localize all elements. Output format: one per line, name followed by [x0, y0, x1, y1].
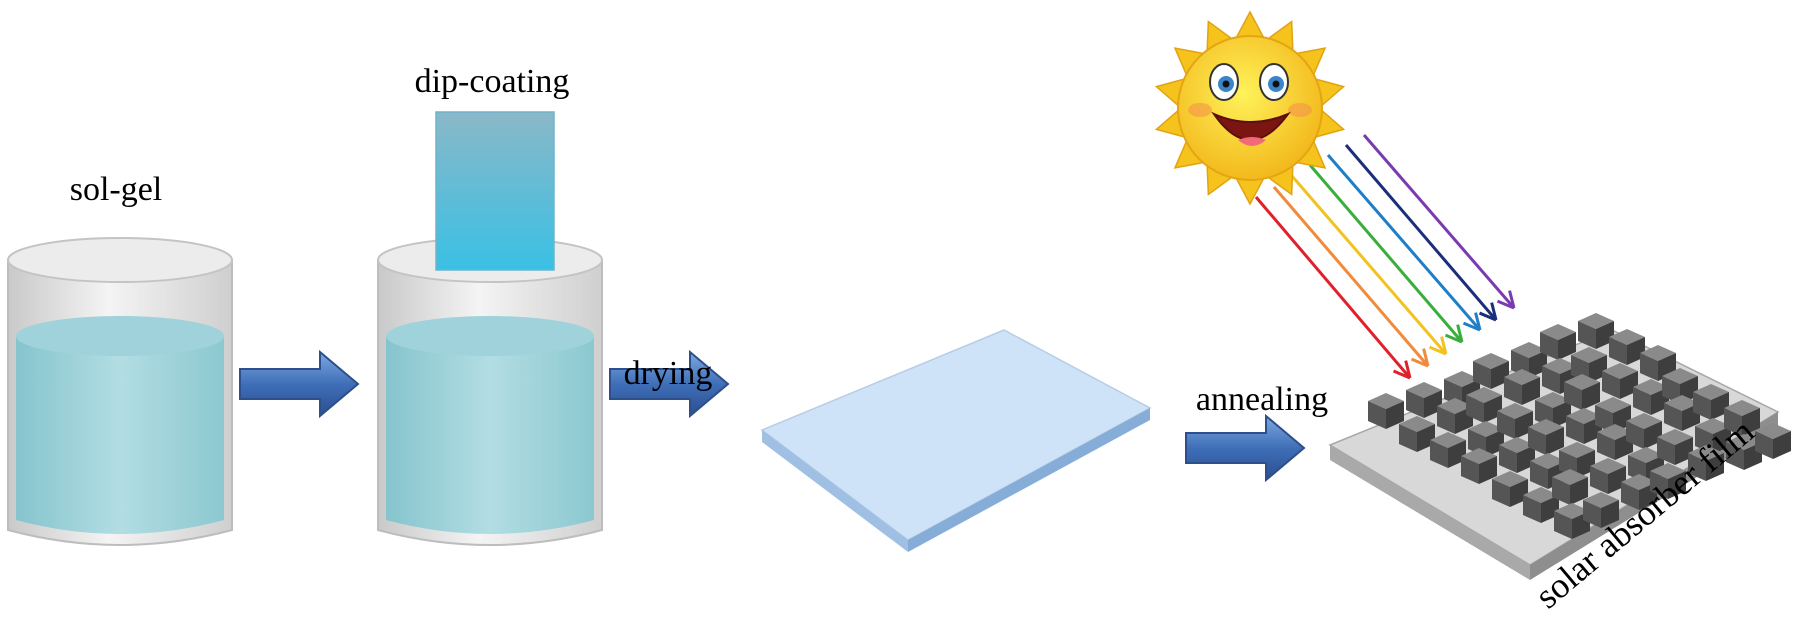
solar-absorber-film: [1328, 313, 1791, 580]
dried-film-plate: [760, 329, 1152, 552]
light-ray-head: [1462, 312, 1482, 332]
light-ray: [1362, 134, 1516, 309]
light-ray-head: [1410, 348, 1430, 368]
sun-icon: [1154, 10, 1346, 206]
sol-gel-beaker: [7, 237, 233, 546]
light-ray-head: [1478, 302, 1498, 322]
light-ray: [1290, 175, 1448, 355]
light-ray-head: [1392, 360, 1412, 380]
dip-coating-beaker: [377, 237, 603, 546]
light-ray-head: [1428, 336, 1448, 356]
light-ray: [1308, 164, 1464, 343]
light-ray: [1344, 144, 1498, 321]
process-arrow-1: [239, 351, 359, 417]
light-ray: [1326, 154, 1482, 331]
process-arrow-3: [1185, 415, 1305, 481]
light-ray: [1254, 196, 1412, 379]
light-ray: [1272, 186, 1430, 367]
sunlight-rays: [1254, 134, 1516, 380]
light-ray-head: [1496, 290, 1516, 310]
dip-coating-label: dip-coating: [415, 63, 570, 100]
annealing-label: annealing: [1196, 381, 1328, 418]
sol-gel-label: sol-gel: [70, 171, 163, 208]
drying-label: drying: [624, 355, 713, 392]
substrate-slide: [435, 111, 555, 271]
light-ray-head: [1444, 324, 1464, 344]
